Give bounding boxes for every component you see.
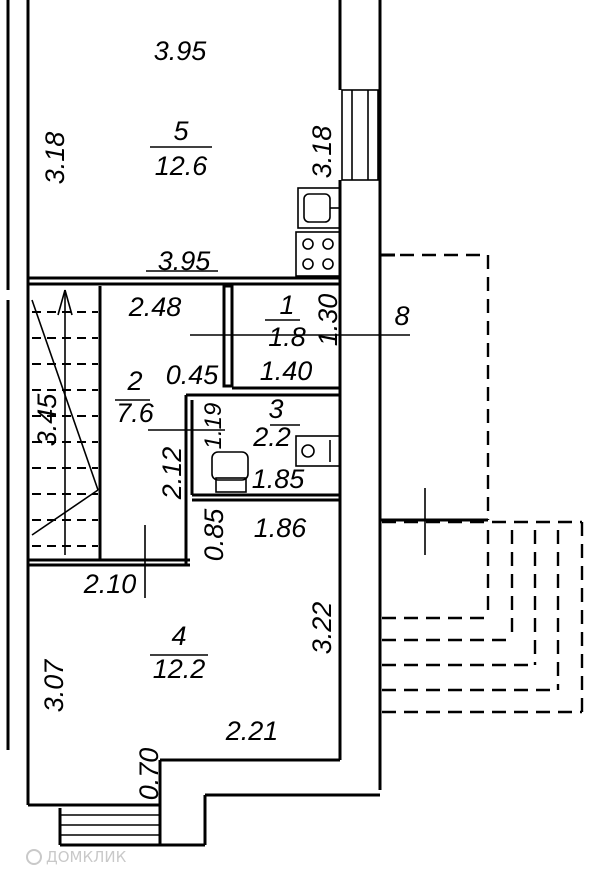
dim-0-45: 0.45	[166, 360, 220, 390]
leader-lines	[115, 146, 426, 656]
dim-3-45: 3.45	[32, 393, 62, 447]
watermark-text: ДОМКЛИК	[46, 848, 127, 866]
room-5-number: 5	[173, 116, 189, 146]
bathroom-fixtures	[211, 435, 341, 493]
dim-3-18-left: 3.18	[40, 132, 70, 185]
dim-2-48: 2.48	[128, 292, 182, 322]
watermark: ДОМКЛИК	[26, 848, 127, 866]
dim-1-86: 1.86	[254, 513, 308, 543]
room-1-area: 1.8	[268, 322, 306, 352]
dim-1-85: 1.85	[252, 464, 306, 494]
room-3-number: 3	[268, 394, 283, 424]
stove	[295, 231, 341, 277]
entry-steps	[60, 814, 160, 836]
dim-3-07: 3.07	[39, 659, 69, 713]
dim-3-95-top: 3.95	[154, 36, 208, 66]
dimension-labels: 3.95 3.18 3.18 3.95 2.48 1.30 0.45 1.40 …	[32, 36, 343, 800]
room-5-area: 12.6	[155, 151, 209, 181]
room-8-number: 8	[394, 301, 409, 331]
dim-3-18-right: 3.18	[307, 126, 337, 179]
watermark-logo-icon	[26, 849, 42, 865]
dim-2-10: 2.10	[83, 569, 137, 599]
dim-0-70: 0.70	[134, 748, 164, 801]
room-4-number: 4	[171, 621, 186, 651]
window	[341, 89, 379, 181]
dim-2-12: 2.12	[157, 447, 187, 501]
dim-3-22: 3.22	[307, 602, 337, 655]
kitchen-sink	[297, 187, 341, 229]
room-4-area: 12.2	[153, 654, 206, 684]
dim-1-19: 1.19	[200, 403, 227, 450]
staircase	[31, 289, 99, 555]
terrace-outline	[380, 253, 584, 714]
room-labels: 5 12.6 1 1.8 2 7.6 3 2.2 4 12.2 8	[116, 116, 409, 684]
dim-3-95-mid: 3.95	[158, 246, 212, 276]
dim-1-40: 1.40	[260, 356, 313, 386]
dim-1-30: 1.30	[313, 294, 343, 347]
room-3-area: 2.2	[252, 422, 291, 452]
interior-walls	[28, 276, 340, 567]
room-2-area: 7.6	[116, 398, 155, 428]
room-1-number: 1	[279, 290, 294, 320]
dim-2-21: 2.21	[225, 716, 279, 746]
room-2-number: 2	[126, 366, 142, 396]
dim-0-85: 0.85	[199, 508, 229, 562]
